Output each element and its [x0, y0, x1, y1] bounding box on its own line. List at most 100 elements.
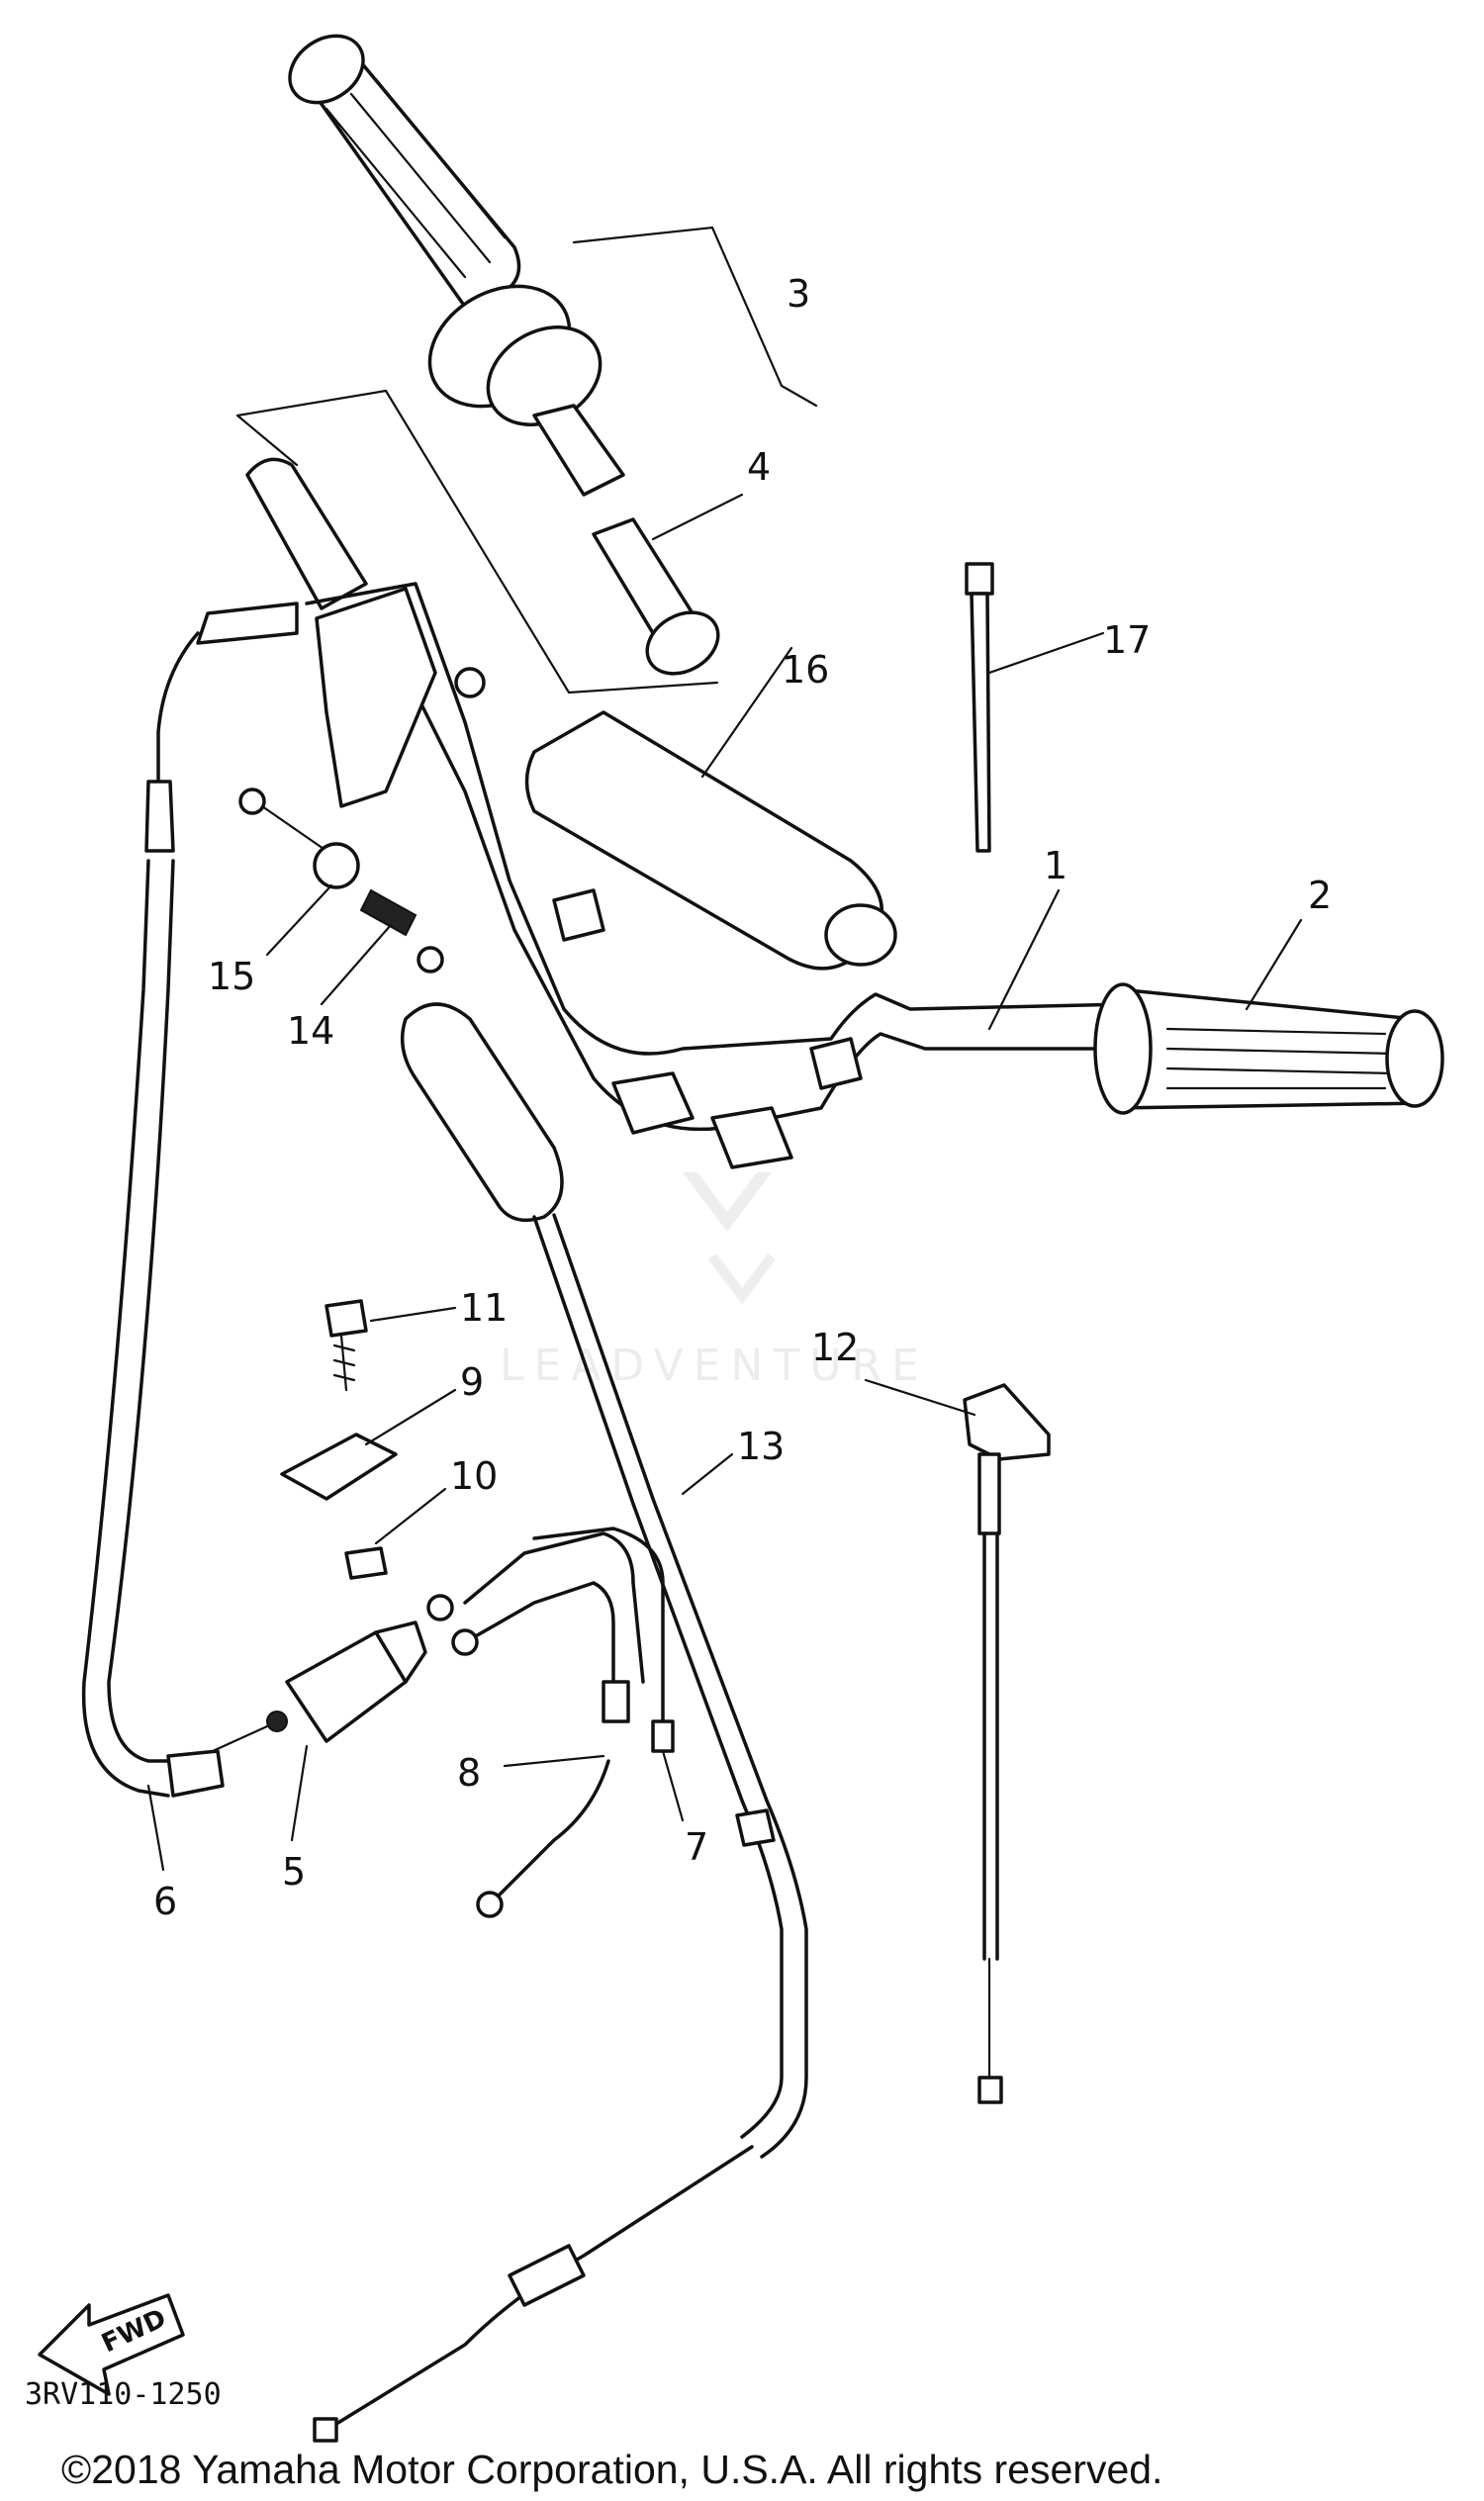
switch-wires	[426, 1527, 685, 1918]
watermark-logo-icon	[683, 1172, 772, 1232]
throttle-grip-end	[288, 34, 365, 105]
callout-9: 9	[460, 1360, 484, 1404]
callout-17: 17	[1103, 618, 1151, 662]
watermark: LEADVENTURE	[500, 1172, 929, 1391]
lever-cable-head	[963, 1383, 1051, 1461]
switch-hardware	[280, 1299, 457, 1580]
callout-5: 5	[282, 1850, 306, 1894]
clamp-bolt	[454, 667, 486, 698]
leader-13	[681, 1452, 734, 1496]
callout-15: 15	[208, 955, 255, 998]
callout-14: 14	[287, 1009, 334, 1053]
leader-6	[146, 1784, 165, 1872]
spring-end	[417, 946, 444, 973]
right-grip-flange	[1093, 982, 1153, 1115]
wire-8-connector-a	[426, 1594, 454, 1621]
housing-5	[211, 1621, 427, 1842]
fwd-arrow-icon	[38, 2293, 185, 2396]
handlebar-clamp-body	[315, 587, 437, 808]
handlebar	[305, 582, 1130, 1169]
brake-cable-outer-b	[552, 1213, 808, 2159]
wire-8-lower	[493, 1759, 610, 1901]
housing-5-link	[211, 1724, 269, 1753]
callout-2: 2	[1308, 874, 1332, 917]
clip-10	[344, 1546, 388, 1580]
wire-8-connector-b	[451, 1628, 479, 1656]
callouts: 1 2 3 4 5 6 7 8 9 10 11 12 13 14 15 16 1…	[153, 272, 1332, 1923]
clamp-9	[280, 1433, 398, 1501]
brake-cable	[313, 1002, 808, 2443]
callout-1: 1	[1044, 844, 1067, 887]
brake-cable-end	[313, 2417, 338, 2443]
leader-5	[290, 1744, 309, 1842]
cable-band-strap	[970, 592, 991, 853]
lever-cable-12	[864, 1378, 1051, 2104]
bar-band-2	[710, 1106, 793, 1169]
screw-11-thread	[332, 1334, 356, 1392]
throttle-grip-assembly	[288, 34, 818, 676]
bar-tab-2	[809, 1037, 863, 1090]
callout-3: 3	[787, 272, 810, 316]
left-grip	[245, 457, 368, 610]
brake-cable-joint	[735, 1808, 776, 1847]
watermark-text: LEADVENTURE	[500, 1341, 929, 1391]
wire-8-b	[463, 1581, 615, 1684]
throttle-cable-outer-left	[81, 859, 170, 1798]
wire-8-a	[463, 1531, 645, 1684]
screw-11-head	[325, 1299, 368, 1338]
right-grip	[987, 888, 1444, 1115]
throttle-grip-ribs	[325, 77, 507, 279]
leader-16	[700, 646, 793, 779]
leader-7	[661, 1749, 685, 1822]
throttle-cable-end	[166, 1749, 225, 1798]
wire-8-end	[476, 1891, 504, 1918]
leader-2	[1245, 918, 1303, 1011]
leader-8	[503, 1754, 605, 1768]
wire-8-sleeve	[602, 1680, 630, 1723]
left-grip-bracket	[235, 389, 719, 695]
bar-band-1	[611, 1071, 695, 1135]
diagram-code: 3RV110-1250	[25, 2377, 222, 2412]
throttle-cable-outer-right	[107, 859, 180, 1763]
leader-3	[572, 226, 818, 408]
brake-cable-adjuster	[508, 2244, 586, 2307]
adjuster-wire	[260, 804, 328, 853]
leader-9	[364, 1388, 457, 1446]
housing-5-nut	[266, 1711, 288, 1732]
leader-11	[369, 1306, 457, 1323]
throttle-tube-collar	[645, 610, 720, 676]
throttle-tube-upper	[532, 404, 625, 497]
bar-tab-1	[552, 888, 605, 942]
adjuster-nut-small	[238, 787, 266, 815]
leader-4	[651, 493, 744, 541]
right-grip-ribs	[1165, 1027, 1397, 1090]
wire-7-sleeve	[651, 1719, 675, 1753]
callout-4: 4	[747, 445, 771, 489]
cable-band	[965, 562, 1105, 853]
callout-12: 12	[811, 1326, 859, 1369]
leader-1	[987, 888, 1061, 1031]
copyright-notice: ©2018 Yamaha Motor Corporation, U.S.A. A…	[61, 2447, 1162, 2492]
lever-cable-end	[977, 2076, 1003, 2104]
callout-6: 6	[153, 1880, 177, 1923]
leader-12	[864, 1378, 976, 1417]
throttle-cable	[81, 602, 299, 1872]
bar-pad	[524, 646, 897, 971]
handlebar-outline-top	[305, 582, 1130, 1056]
leader-10	[374, 1487, 447, 1545]
watermark-logo-mark	[708, 1253, 776, 1305]
leader-15	[265, 883, 333, 957]
right-grip-end	[1385, 1009, 1444, 1108]
spring-14	[359, 888, 417, 937]
leader-14	[320, 923, 393, 1006]
bar-pad-body	[524, 710, 883, 971]
throttle-cable-end-fitting	[196, 602, 299, 645]
adjuster-washer-15	[313, 842, 360, 889]
brake-cable-boot	[400, 1002, 564, 1223]
callout-10: 10	[450, 1454, 498, 1498]
callout-11: 11	[460, 1286, 508, 1330]
housing-5-tab	[374, 1621, 427, 1684]
callout-16: 16	[782, 648, 829, 692]
lever-cable-adjuster	[977, 1452, 1001, 1535]
